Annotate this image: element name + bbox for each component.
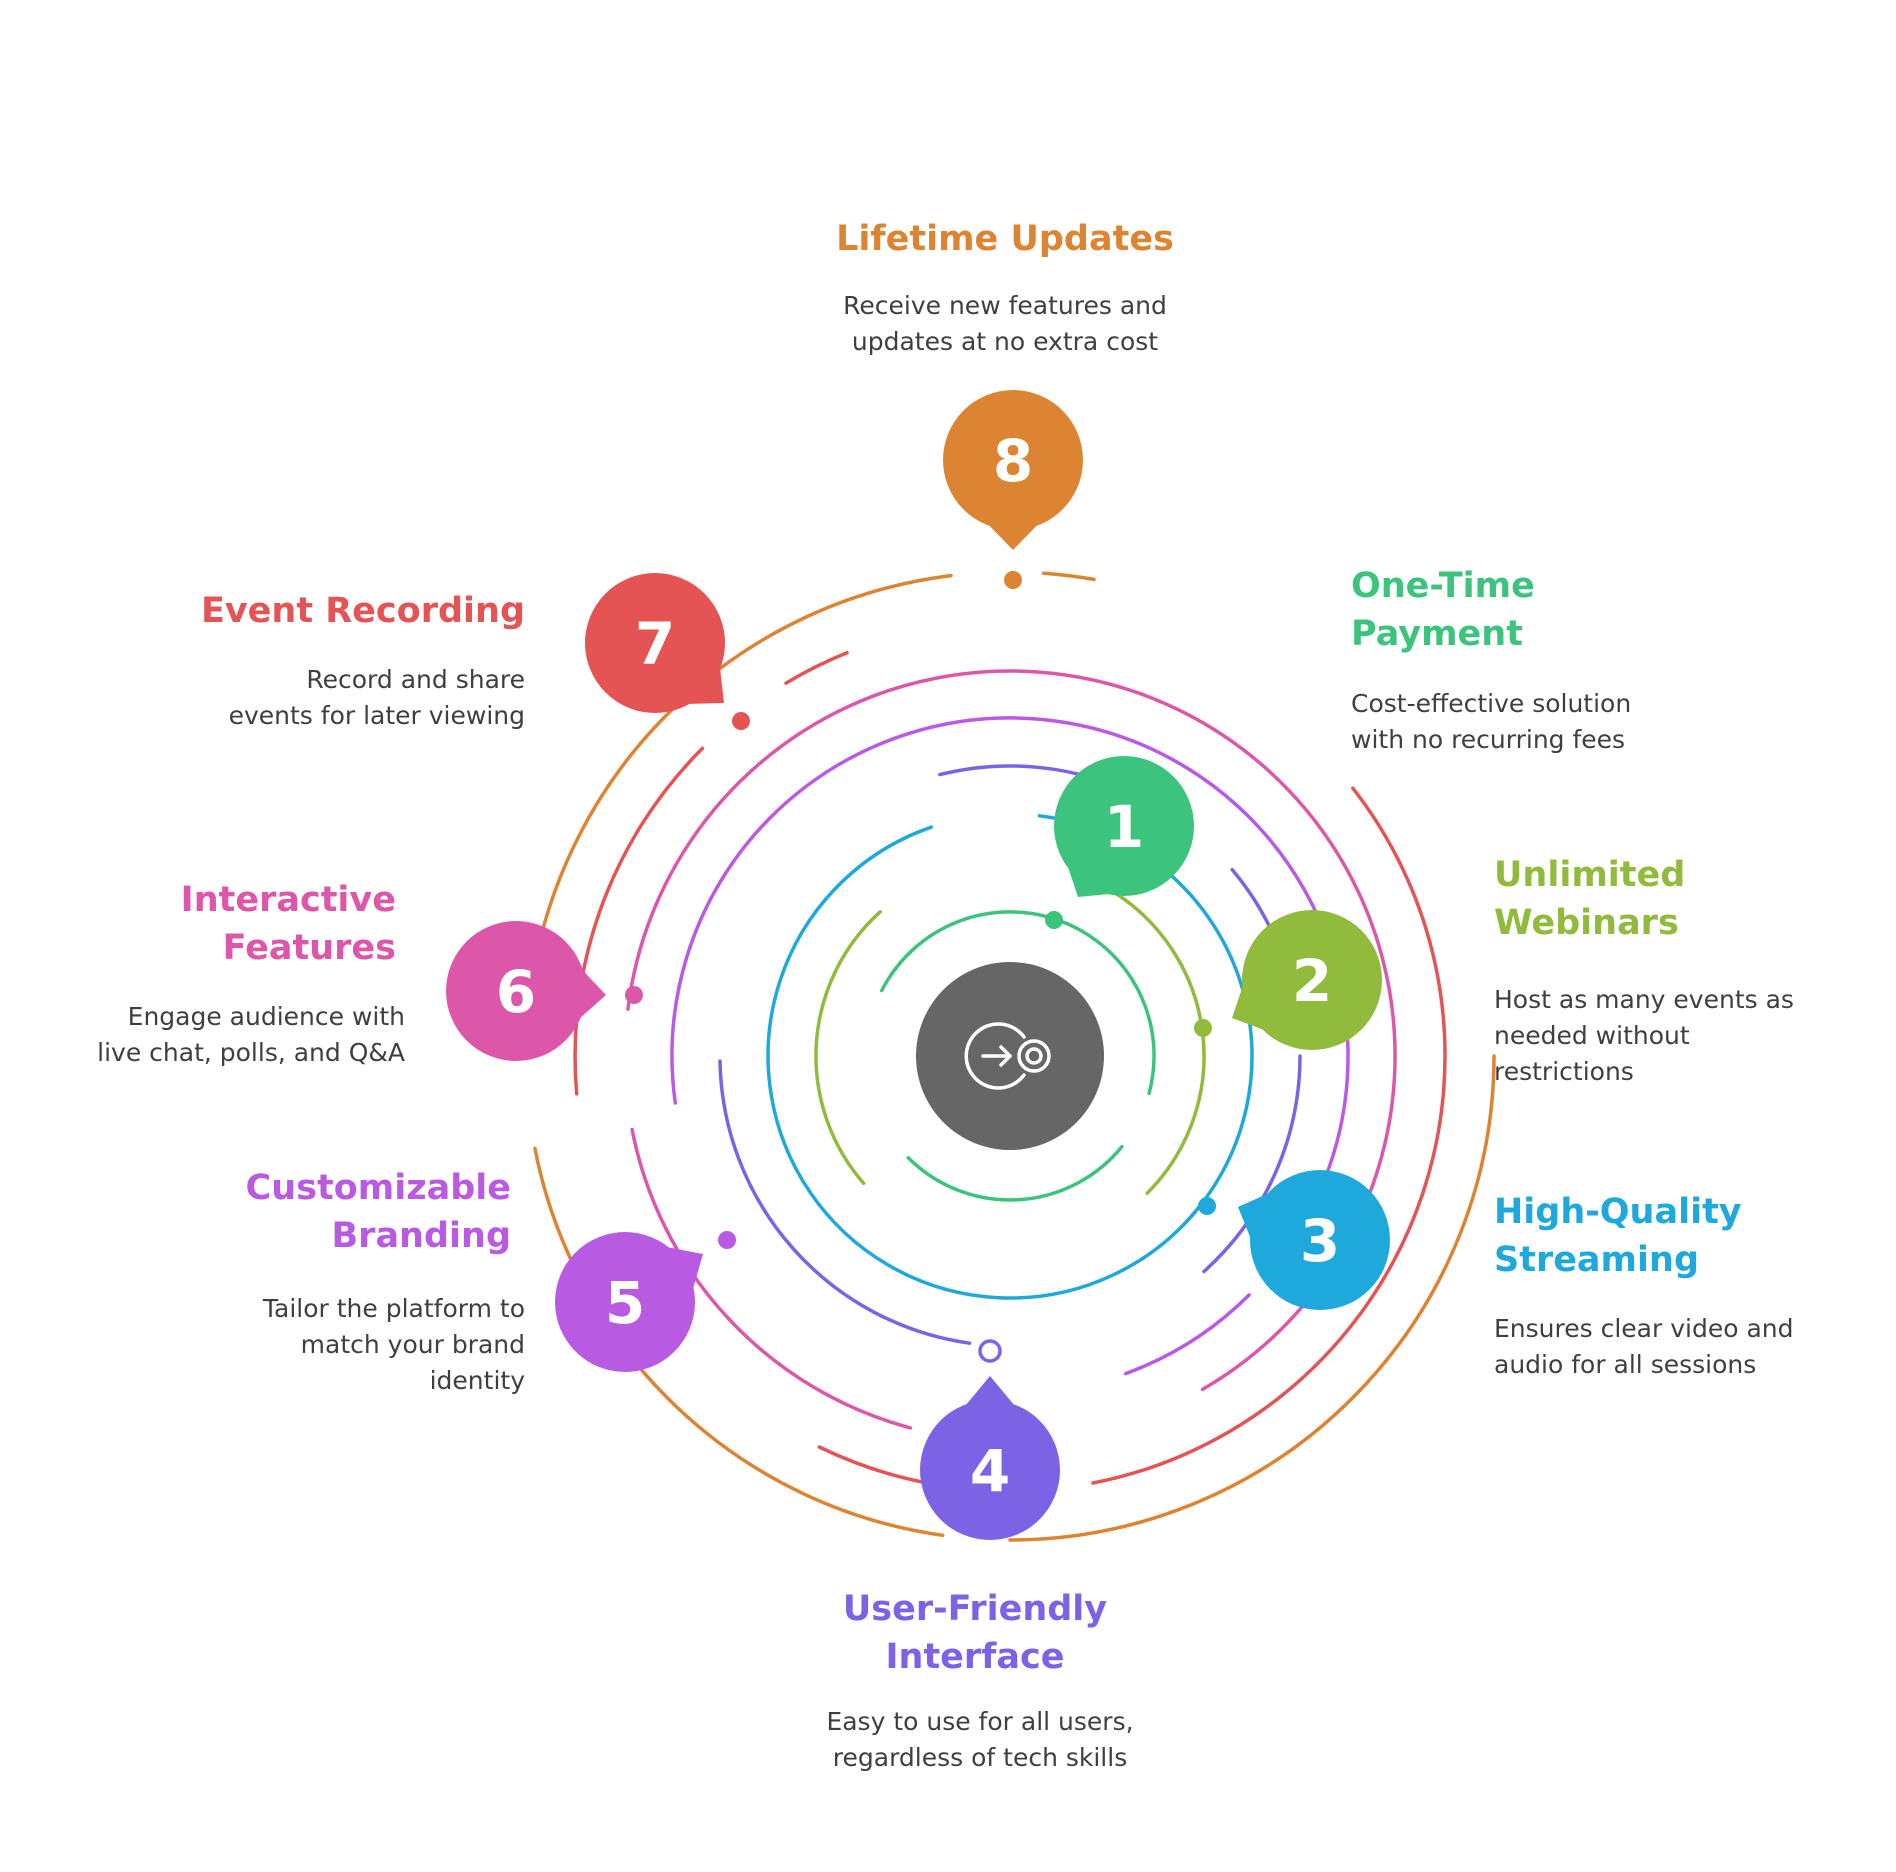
arc-dot-8 bbox=[1004, 571, 1022, 589]
item-7-description: Record and share events for later viewin… bbox=[228, 665, 525, 730]
bubble-5: 5 bbox=[555, 1232, 703, 1372]
bubble-number: 1 bbox=[1104, 793, 1144, 861]
bubble-pointer bbox=[989, 526, 1037, 550]
item-6-description: Engage audience with live chat, polls, a… bbox=[97, 1002, 405, 1067]
bubble-4: 4 bbox=[920, 1376, 1060, 1540]
bubble-number: 5 bbox=[605, 1269, 645, 1337]
item-5-description: Tailor the platform to match your brand … bbox=[262, 1294, 525, 1395]
bubble-number: 3 bbox=[1300, 1207, 1340, 1275]
bubble-6: 6 bbox=[446, 921, 606, 1061]
bubble-circle bbox=[1242, 910, 1382, 1050]
arc-dot-7 bbox=[732, 712, 750, 730]
bubble-8: 8 bbox=[943, 390, 1083, 550]
bubble-circle bbox=[585, 573, 725, 713]
bubble-circle bbox=[446, 921, 586, 1061]
bubble-number: 7 bbox=[635, 610, 675, 678]
bubble-circle bbox=[1250, 1170, 1390, 1310]
arc-2-3 bbox=[1111, 889, 1206, 1195]
arc-8-21 bbox=[1008, 1054, 1496, 1542]
arc-dot-3 bbox=[1198, 1197, 1216, 1215]
arc-dot-2 bbox=[1194, 1019, 1212, 1037]
arc-5-11 bbox=[1123, 1293, 1251, 1376]
bubble-circle bbox=[555, 1232, 695, 1372]
bubble-number: 6 bbox=[496, 958, 536, 1026]
arc-7-14 bbox=[573, 746, 705, 1096]
arc-1-1 bbox=[906, 1144, 1124, 1202]
item-6-title: Interactive Features bbox=[180, 880, 396, 968]
arc-8-20 bbox=[1042, 571, 1096, 582]
arc-4-8 bbox=[1202, 1054, 1302, 1274]
arrow-to-target-icon bbox=[964, 1022, 1051, 1090]
arc-dot-5 bbox=[718, 1231, 736, 1249]
item-5-title: Customizable Branding bbox=[245, 1168, 511, 1256]
arc-dot-1 bbox=[1045, 911, 1063, 929]
bubble-number: 4 bbox=[970, 1437, 1010, 1505]
bubble-circle bbox=[943, 390, 1083, 530]
item-4-title: User-Friendly Interface bbox=[842, 1589, 1108, 1677]
item-8-description: Receive new features and updates at no e… bbox=[843, 291, 1167, 356]
arc-6-12 bbox=[630, 1127, 913, 1430]
item-7-title: Event Recording bbox=[200, 591, 525, 631]
item-1-description: Cost-effective solution with no recurrin… bbox=[1351, 689, 1632, 754]
bubble-circle bbox=[1054, 756, 1194, 896]
bubble-pointer bbox=[966, 1376, 1014, 1404]
item-2-description: Host as many events as needed without re… bbox=[1494, 985, 1794, 1086]
arc-dots bbox=[625, 571, 1216, 1363]
arc-3-4 bbox=[766, 825, 1198, 1300]
arc-8-18 bbox=[533, 1146, 945, 1538]
arc-7-15 bbox=[784, 650, 849, 685]
bubble-pointer bbox=[580, 970, 606, 1018]
bubble-3: 3 bbox=[1238, 1170, 1390, 1310]
arc-4-9 bbox=[718, 1059, 972, 1345]
bubble-circle bbox=[920, 1400, 1060, 1540]
item-1-title: One-Time Payment bbox=[1351, 566, 1535, 654]
item-3-description: Ensures clear video and audio for all se… bbox=[1494, 1314, 1794, 1379]
item-4-description: Easy to use for all users, regardless of… bbox=[826, 1707, 1134, 1772]
arc-dot-6 bbox=[625, 986, 643, 1004]
bubble-2: 2 bbox=[1232, 910, 1382, 1050]
item-8-title: Lifetime Updates bbox=[836, 219, 1174, 259]
bubble-number: 2 bbox=[1292, 947, 1332, 1015]
item-3-title: High-Quality Streaming bbox=[1494, 1192, 1742, 1280]
arc-7-16 bbox=[1091, 786, 1447, 1485]
bubble-7: 7 bbox=[585, 573, 725, 713]
number-bubbles: 1 2 3 4 5 6 7 8 bbox=[446, 390, 1390, 1540]
arc-7-17 bbox=[817, 1445, 929, 1485]
arc-dot-4 bbox=[978, 1339, 1002, 1363]
item-2-title: Unlimited Webinars bbox=[1494, 855, 1686, 943]
arc-2-2 bbox=[814, 910, 882, 1186]
center-hub bbox=[916, 962, 1104, 1150]
bubble-1: 1 bbox=[1054, 756, 1194, 897]
bubble-number: 8 bbox=[993, 427, 1033, 495]
